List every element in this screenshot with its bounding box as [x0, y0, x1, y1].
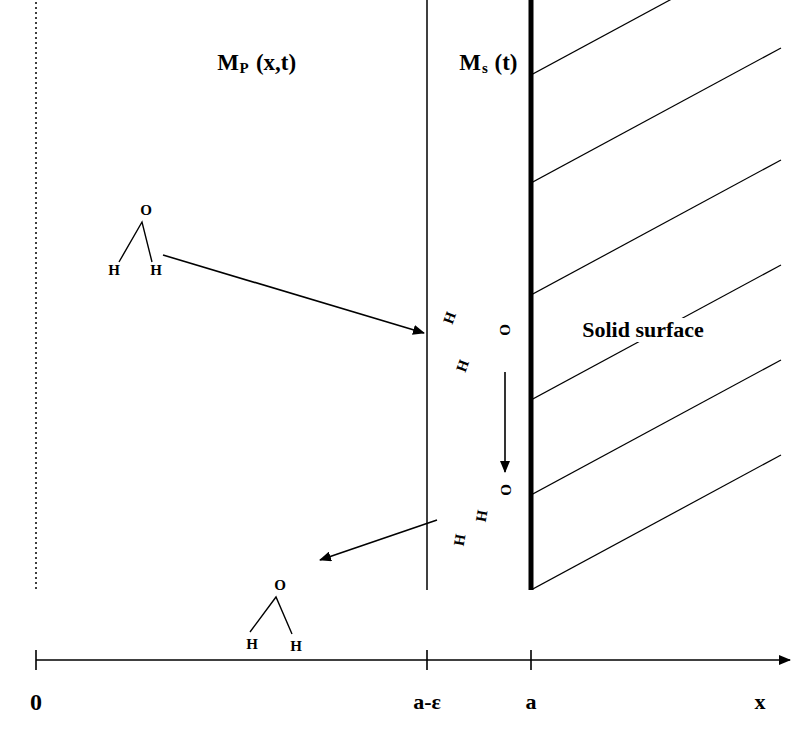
region-label: Solid surface [580, 318, 706, 342]
atom-label: O [498, 324, 513, 336]
axis-tick-label: 0 [30, 690, 42, 714]
atom-label: H [441, 310, 459, 326]
axis-tick-label: a [526, 691, 537, 713]
symbol-argument: (t) [495, 51, 518, 74]
hatch-line [531, 455, 781, 590]
movement-arrows [163, 255, 505, 560]
atom-label: H [454, 358, 472, 374]
symbol-argument: (x,t) [256, 51, 296, 74]
hatch-line [531, 48, 781, 183]
axis-label: x [755, 691, 766, 713]
symbol-subscript: P [239, 61, 248, 76]
layer-boundary-line [426, 0, 428, 590]
atom-label: H [246, 637, 258, 652]
atom-label: O [274, 578, 286, 593]
hatch-line [531, 160, 781, 295]
atom-label: H [150, 263, 162, 278]
boundary-dotted-line [35, 2, 37, 590]
molecule-bonds [119, 222, 292, 634]
atom-label: O [140, 203, 152, 218]
solid-surface-line [529, 0, 534, 590]
axis-tick-label: a-ε [413, 691, 441, 713]
atom-label: H [108, 263, 120, 278]
atom-label: H [452, 533, 469, 547]
symbol-subscript: s [482, 61, 488, 76]
x-axis [36, 650, 790, 670]
symbol-letter: M [459, 51, 481, 74]
hatch-line [531, 0, 781, 75]
surface-hatching [531, 0, 781, 590]
atom-label: H [290, 639, 302, 654]
symbol-letter: M [217, 51, 239, 74]
atom-label: O [499, 484, 514, 496]
atom-label: H [474, 509, 491, 523]
